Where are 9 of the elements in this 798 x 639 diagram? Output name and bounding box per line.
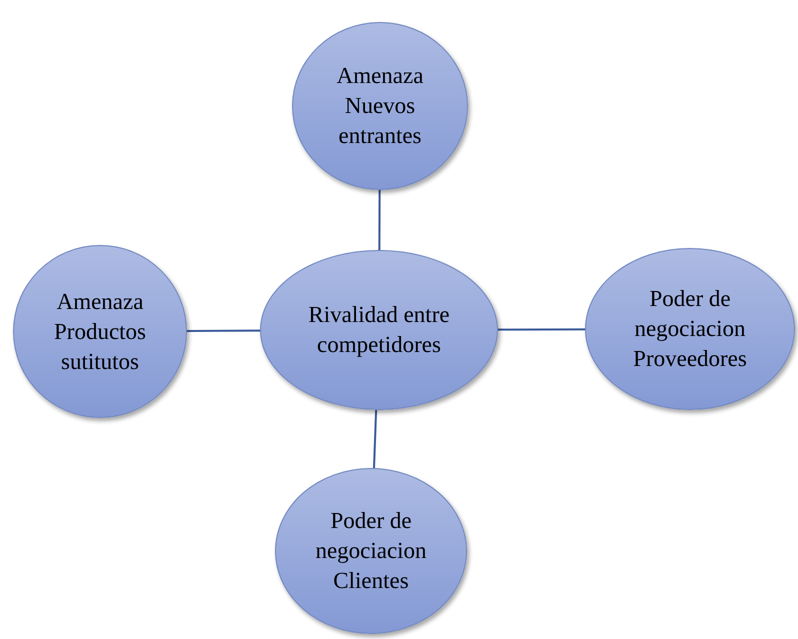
connector-line <box>373 410 378 468</box>
node-text: Poder de negociacion Clientes <box>314 507 428 595</box>
node-text: Amenaza Nuevos entrantes <box>336 62 424 150</box>
connector-line <box>498 328 585 331</box>
connector-line <box>378 190 381 250</box>
node-text: Rivalidad entre competidores <box>307 301 451 359</box>
connector-line <box>187 330 260 332</box>
node-text: Amenaza Productos sutitutos <box>53 288 147 376</box>
node-text: Poder de negociacion Proveedores <box>632 285 748 373</box>
